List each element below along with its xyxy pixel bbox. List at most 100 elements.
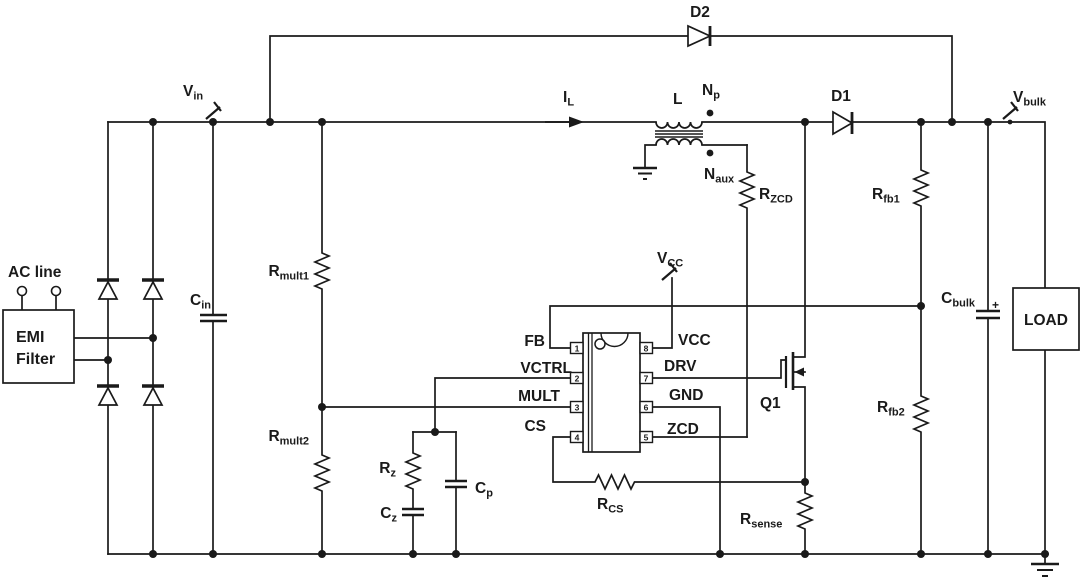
ic-pin-box-8 bbox=[639, 341, 654, 355]
junction-dot bbox=[801, 550, 809, 558]
ic-pin-number-7: 7 bbox=[644, 374, 649, 384]
ic-pin-box-3 bbox=[569, 400, 584, 414]
junction-dot bbox=[917, 550, 925, 558]
wire-emi-outputs bbox=[73, 337, 154, 361]
wire-naux-left bbox=[644, 144, 657, 169]
ic-pin-number-1: 1 bbox=[575, 344, 580, 354]
rfb1-label: Rfb1 bbox=[872, 186, 900, 206]
cp-label: Cp bbox=[475, 480, 493, 500]
ic-pin-number-6: 6 bbox=[644, 403, 649, 413]
ic-pin-number-2: 2 bbox=[575, 374, 580, 384]
ic-pin-box-4 bbox=[569, 430, 584, 444]
vbulk-label: Vbulk bbox=[1013, 89, 1047, 109]
wire-ac-terminal-stubs bbox=[21, 294, 57, 311]
q1-label: Q1 bbox=[760, 395, 781, 412]
ic-inner-lines bbox=[587, 333, 593, 452]
junction-dot bbox=[209, 118, 217, 126]
diode-d1-anode bbox=[832, 110, 854, 136]
ic-notch bbox=[600, 332, 629, 348]
capacitor-cbulk bbox=[976, 309, 1000, 320]
ic-pin-label-vctrl: VCTRL bbox=[520, 360, 572, 377]
diode-d2 bbox=[687, 24, 713, 48]
inductor-l-label: L bbox=[673, 91, 682, 108]
junction-dots bbox=[104, 118, 1049, 558]
junction-dot bbox=[149, 550, 157, 558]
junction-dot bbox=[318, 550, 326, 558]
wire-d2-loop bbox=[269, 35, 953, 123]
rz-label: Rz bbox=[379, 460, 396, 480]
ic-pin-box-7 bbox=[639, 371, 654, 385]
ac-terminal-left bbox=[16, 285, 28, 297]
ic-pin-label-drv: DRV bbox=[664, 358, 697, 375]
bridge-rectifier bbox=[97, 278, 164, 406]
labels: AC line EMI Filter Vin Cin Rmult1 Rmult2… bbox=[8, 4, 1068, 531]
ic-pin-numbers: 1 2 3 4 8 7 6 5 bbox=[575, 344, 649, 443]
junction-dot bbox=[318, 118, 326, 126]
rcs-label: RCS bbox=[597, 496, 623, 516]
wire-vctrl bbox=[434, 377, 572, 433]
ic-pin-number-3: 3 bbox=[575, 403, 580, 413]
inductor-core bbox=[655, 130, 703, 138]
wire-drv-gate bbox=[652, 359, 787, 379]
junction-dot bbox=[149, 334, 157, 342]
ic-pin-label-fb: FB bbox=[524, 333, 545, 350]
il-current-arrow-icon bbox=[569, 116, 584, 128]
inductor-primary-coil bbox=[655, 121, 703, 129]
wire-q1-drain bbox=[792, 121, 806, 358]
vin-probe-icon bbox=[205, 101, 222, 120]
junction-dot bbox=[984, 118, 992, 126]
cbulk-label: Cbulk bbox=[941, 290, 976, 310]
wire-q1-source bbox=[792, 386, 806, 483]
junction-dot bbox=[266, 118, 274, 126]
junction-dot bbox=[452, 550, 460, 558]
ic-pin-label-mult: MULT bbox=[518, 388, 560, 405]
junction-dot bbox=[431, 428, 439, 436]
resistor-rfb1 bbox=[911, 121, 931, 307]
bridge-diode-bl bbox=[97, 386, 119, 406]
junction-dot bbox=[149, 118, 157, 126]
load-box bbox=[1012, 287, 1080, 351]
ic-pin-label-vcc: VCC bbox=[678, 332, 711, 349]
ic-pin-boxes bbox=[569, 341, 654, 444]
junction-dot bbox=[917, 118, 925, 126]
junction-dot bbox=[104, 356, 112, 364]
emi-filter-label-line2: Filter bbox=[16, 351, 55, 368]
junction-dot bbox=[209, 550, 217, 558]
junction-dot bbox=[801, 478, 809, 486]
naux-label: Naux bbox=[704, 166, 735, 186]
vcc-rail-label: VCC bbox=[657, 250, 683, 270]
vcc-probe-icon bbox=[661, 262, 678, 281]
wires bbox=[21, 35, 1049, 555]
np-label: Np bbox=[702, 82, 720, 102]
resistor-rmult2 bbox=[312, 406, 332, 555]
capacitor-cz bbox=[402, 507, 424, 517]
capacitor-cin bbox=[200, 313, 227, 323]
mosfet-source-arrow bbox=[794, 367, 804, 377]
junction-dot bbox=[984, 550, 992, 558]
resistor-rmult1 bbox=[312, 121, 332, 408]
il-label: IL bbox=[563, 89, 574, 109]
ic-pin1-marker bbox=[594, 338, 606, 350]
diodes bbox=[97, 24, 854, 406]
diode-d2-anode bbox=[687, 24, 713, 48]
d1-label: D1 bbox=[831, 88, 851, 105]
cz-label: Cz bbox=[380, 505, 397, 525]
controller-ic: 1 2 3 4 8 7 6 5 bbox=[569, 332, 654, 453]
polarity-dot-naux bbox=[706, 149, 714, 157]
grounds bbox=[633, 166, 1059, 577]
rzcd-label: RZCD bbox=[759, 186, 793, 206]
vin-label: Vin bbox=[183, 83, 203, 103]
probes bbox=[205, 101, 1019, 281]
inductor-aux-coil bbox=[655, 138, 703, 146]
resistor-rzcd bbox=[737, 144, 757, 438]
junction-dot bbox=[716, 550, 724, 558]
emi-filter-label-line1: EMI bbox=[16, 329, 44, 346]
capacitors bbox=[200, 309, 1000, 517]
resistor-rfb2 bbox=[911, 305, 931, 555]
rmult1-label: Rmult1 bbox=[268, 263, 309, 283]
load-label: LOAD bbox=[1024, 312, 1068, 329]
ic-pin-box-1 bbox=[569, 341, 584, 355]
wire-fb bbox=[549, 305, 922, 349]
mosfet-q1 bbox=[784, 352, 804, 390]
